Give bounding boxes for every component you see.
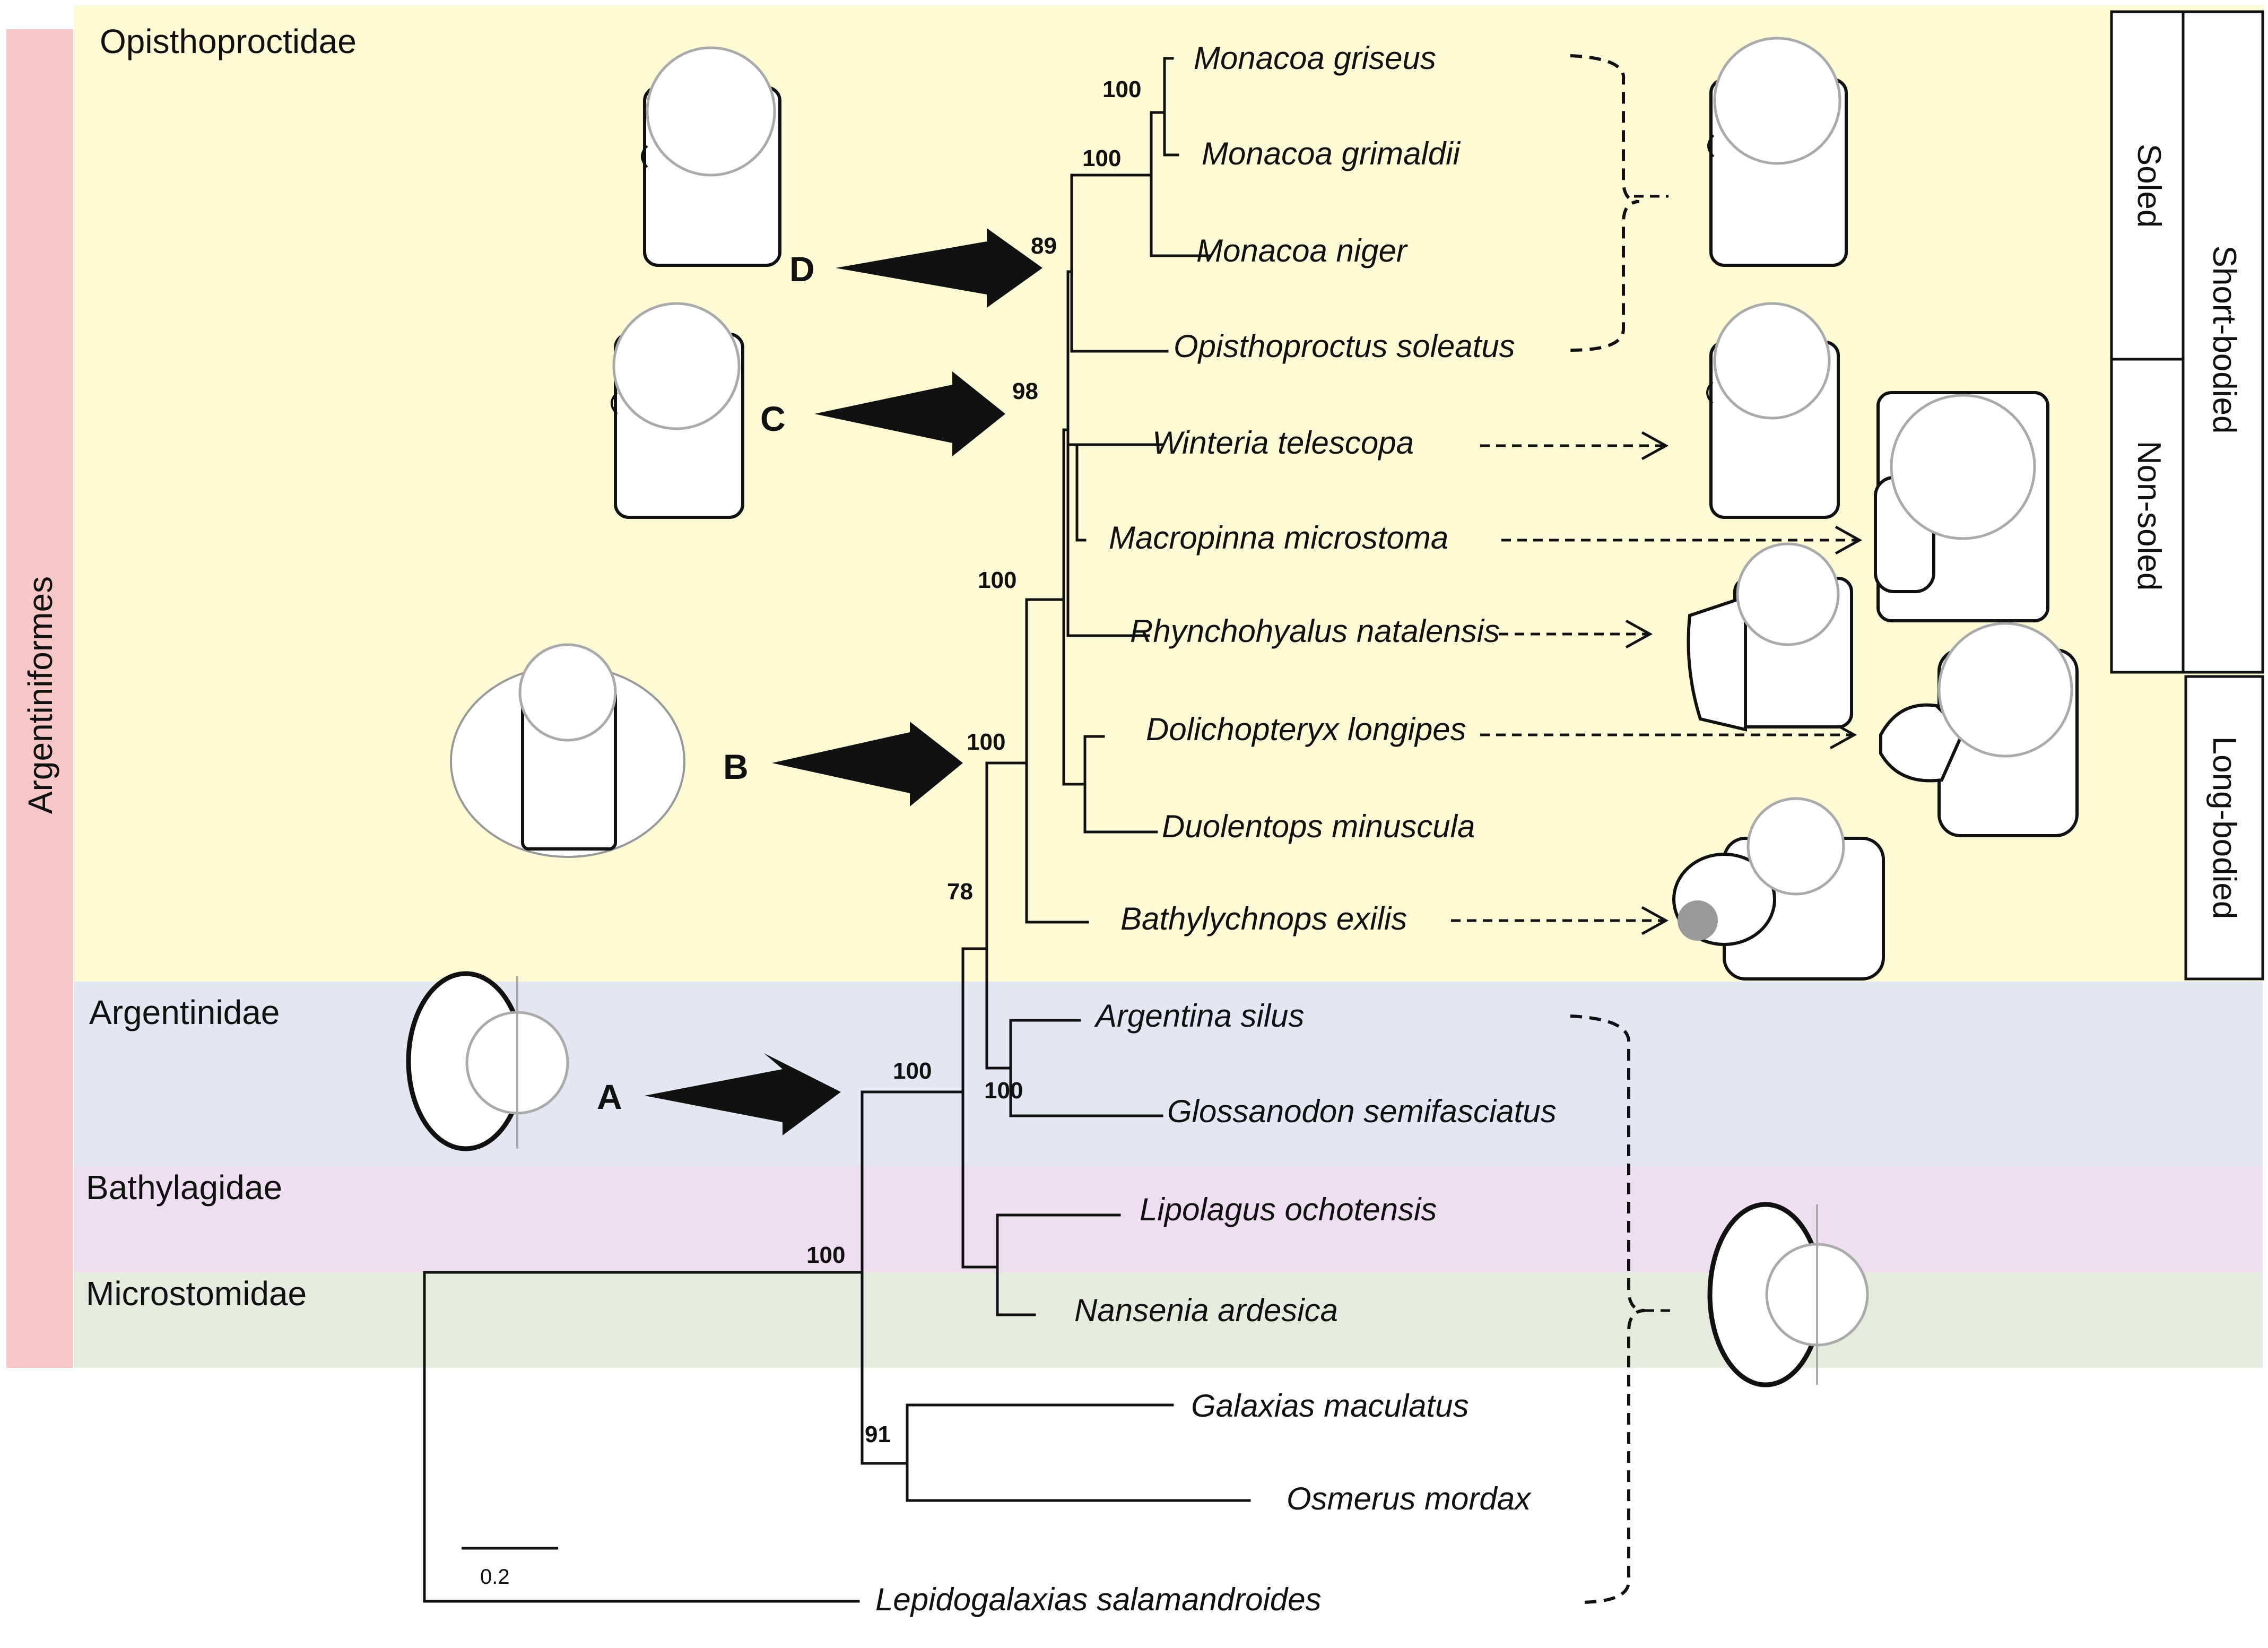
taxon-label: Opisthoproctus soleatus bbox=[1174, 328, 1515, 364]
long-bodied-box bbox=[2184, 675, 2264, 981]
family-label-bathylagidae: Bathylagidae bbox=[86, 1168, 282, 1207]
eye-icon bbox=[611, 302, 744, 519]
family-label-opisthoproctidae: Opisthoproctidae bbox=[100, 22, 357, 60]
eye-icon bbox=[1707, 37, 1848, 267]
scale-bar: 0.2 bbox=[462, 1547, 558, 1589]
category-boxes: Soled Non-soled Short-bodied Long-bodied bbox=[2110, 10, 2264, 981]
support-value: 100 bbox=[893, 1058, 932, 1084]
taxon-label: Galaxias maculatus bbox=[1191, 1388, 1469, 1424]
eye-icon bbox=[406, 971, 569, 1151]
node-letter-d: D bbox=[789, 249, 815, 289]
eye-icon bbox=[1687, 542, 1853, 732]
long-bodied-label: Long-bodied bbox=[2206, 736, 2243, 920]
taxon-label: Bathylychnops exilis bbox=[1120, 901, 1407, 936]
node-letter-c: C bbox=[760, 399, 786, 438]
short-bodied-label: Short-bodied bbox=[2206, 245, 2243, 433]
taxon-label: Nansenia ardesica bbox=[1074, 1293, 1338, 1328]
support-value: 78 bbox=[947, 879, 973, 905]
support-value: 100 bbox=[984, 1078, 1023, 1104]
arrow-d bbox=[836, 228, 1042, 308]
taxon-label: Dolichopteryx longipes bbox=[1146, 712, 1466, 747]
scale-bar-label: 0.2 bbox=[480, 1565, 510, 1589]
support-value: 100 bbox=[1082, 145, 1121, 171]
eye-icon bbox=[450, 643, 685, 858]
taxon-label: Duolentops minuscula bbox=[1162, 809, 1475, 844]
arrow-a bbox=[645, 1053, 841, 1135]
taxon-label: Monacoa niger bbox=[1196, 233, 1408, 268]
taxon-label: Rhynchohyalus natalensis bbox=[1130, 613, 1500, 649]
support-value: 98 bbox=[1012, 378, 1038, 404]
order-bar bbox=[6, 29, 73, 1368]
soled-box bbox=[2110, 10, 2185, 361]
node-letter-a: A bbox=[597, 1077, 622, 1116]
family-label-microstomidae: Microstomidae bbox=[86, 1274, 307, 1313]
taxon-label: Glossanodon semifasciatus bbox=[1167, 1094, 1557, 1129]
support-value: 100 bbox=[1102, 76, 1141, 102]
support-value: 89 bbox=[1031, 233, 1057, 259]
band-bathylagidae bbox=[74, 1166, 2263, 1272]
eye-icon bbox=[1874, 391, 2049, 622]
support-value: 91 bbox=[865, 1421, 891, 1447]
eye-icon bbox=[1706, 302, 1840, 519]
order-label: Argentiniformes bbox=[21, 576, 59, 814]
taxon-label: Winteria telescopa bbox=[1152, 425, 1414, 461]
node-markers: A B C D bbox=[597, 228, 1042, 1135]
arrow-b bbox=[772, 722, 963, 806]
short-bodied-box bbox=[2182, 10, 2264, 674]
taxon-label: Osmerus mordax bbox=[1287, 1481, 1532, 1516]
family-label-argentinidae: Argentinidae bbox=[89, 993, 280, 1031]
taxon-label: Lipolagus ochotensis bbox=[1140, 1192, 1437, 1227]
taxon-label: Lepidogalaxias salamandroides bbox=[875, 1582, 1322, 1617]
taxon-label: Argentina silus bbox=[1094, 998, 1305, 1034]
tree-branches bbox=[423, 57, 1251, 1603]
support-value: 100 bbox=[967, 729, 1005, 755]
eye-icon bbox=[1672, 797, 1885, 981]
non-soled-label: Non-soled bbox=[2131, 441, 2167, 591]
arrow-c bbox=[814, 371, 1005, 456]
taxon-labels: Monacoa griseus Monacoa grimaldii Monaco… bbox=[875, 40, 1557, 1617]
taxon-label: Monacoa grimaldii bbox=[1202, 136, 1461, 171]
support-values: 100 100 89 98 100 100 78 100 100 100 91 bbox=[806, 76, 1141, 1447]
taxon-label: Monacoa griseus bbox=[1194, 40, 1436, 76]
eye-silhouettes bbox=[406, 37, 2079, 1387]
support-value: 100 bbox=[978, 567, 1016, 593]
eye-icon bbox=[641, 46, 781, 267]
brackets bbox=[1570, 54, 1671, 1604]
band-microstomidae bbox=[74, 1272, 2263, 1368]
soled-label: Soled bbox=[2131, 144, 2167, 228]
support-value: 100 bbox=[806, 1242, 845, 1268]
eye-icon bbox=[1879, 622, 2079, 837]
eye-icon bbox=[1707, 1202, 1869, 1387]
taxon-label: Macropinna microstoma bbox=[1109, 520, 1448, 556]
node-letter-b: B bbox=[723, 747, 749, 786]
eye-arrows bbox=[1451, 195, 1863, 935]
